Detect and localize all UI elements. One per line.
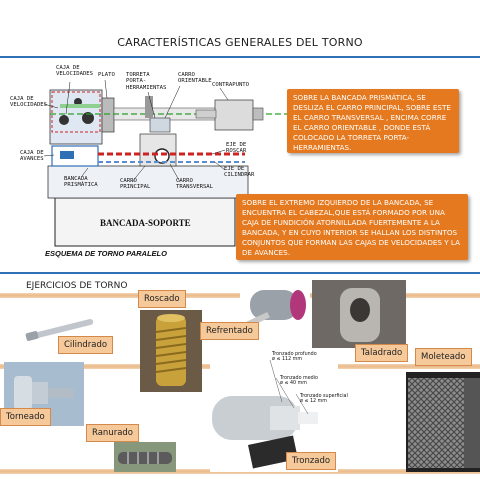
- gear: [59, 115, 69, 125]
- gear: [82, 112, 94, 124]
- page-title: CARACTERÍSTICAS GENERALES DEL TORNO: [117, 36, 363, 49]
- moleteado-photo: [406, 372, 480, 472]
- tag-cilindrado: Cilindrado: [58, 336, 114, 354]
- bancada-soporte: [54, 197, 236, 247]
- tag-torneado: Torneado: [0, 408, 51, 426]
- refrentado-photo: [240, 278, 310, 338]
- label-eje-cilindrar: EJE DE CILINDRAR: [224, 166, 255, 179]
- tag-tronzado: Tronzado: [286, 452, 337, 470]
- note-tronzado-medio: Tronzado medio ø ≤ 40 mm: [280, 376, 318, 387]
- info-box-carros: SOBRE LA BANCADA PRISMÁTICA, SE DESLIZA …: [287, 89, 459, 153]
- label-contrapunto: CONTRAPUNTO: [212, 82, 250, 88]
- roscado-photo: [140, 310, 202, 392]
- label-caja-avances: CAJA DE AVANCES: [20, 150, 44, 163]
- cabezal: [49, 89, 103, 145]
- label-carro-transversal: CARRO TRANSVERSAL: [176, 178, 214, 191]
- schema-caption: ESQUEMA DE TORNO PARALELO: [45, 249, 167, 258]
- label-bancada-prismatica: BANCADA PRISMÁTICA: [64, 176, 98, 189]
- label-plato: PLATO: [98, 72, 115, 78]
- tag-roscado: Roscado: [138, 290, 186, 308]
- tag-taladrado: Taladrado: [355, 344, 409, 362]
- caja-velocidades-box: [51, 91, 101, 133]
- label-carro-orientable: CARRO ORIENTABLE: [178, 72, 212, 85]
- caja-avances-box: [51, 145, 99, 167]
- torreta: [149, 117, 171, 133]
- plato: [101, 97, 115, 133]
- tag-moleteado: Moleteado: [415, 348, 472, 366]
- label-caja-velocidades-top: CAJA DE VELOCIDADES: [56, 65, 94, 78]
- label-caja-velocidades-left: CAJA DE VELOCIDADES: [10, 96, 48, 109]
- exercises-title: EJERCICIOS DE TORNO: [26, 281, 128, 291]
- tag-ranurado: Ranurado: [86, 424, 140, 442]
- tag-refrentado: Refrentado: [200, 322, 259, 340]
- info-box-cabezal: SOBRE EL EXTREMO IZQUIERDO DE LA BANCADA…: [236, 194, 468, 260]
- label-carro-principal: CARRO PRINCIPAL: [120, 178, 151, 191]
- label-eje-roscar: EJE DE ROSCAR: [226, 142, 247, 155]
- label-torreta: TORRETA PORTA- HERRAMIENTAS: [126, 72, 167, 91]
- lathe-diagram: [43, 79, 290, 247]
- note-tronzado-superficial: Tronzado superficial ø ≤ 12 mm: [300, 394, 348, 405]
- ranurado-photo: [114, 442, 176, 472]
- taladrado-photo: [312, 280, 406, 348]
- contrapunto: [214, 99, 254, 131]
- bancada-soporte-label: BANCADA-SOPORTE: [100, 218, 191, 228]
- note-tronzado-profundo: Tronzado profundo ø ≤ 112 mm: [272, 352, 317, 363]
- handwheel: [154, 148, 170, 164]
